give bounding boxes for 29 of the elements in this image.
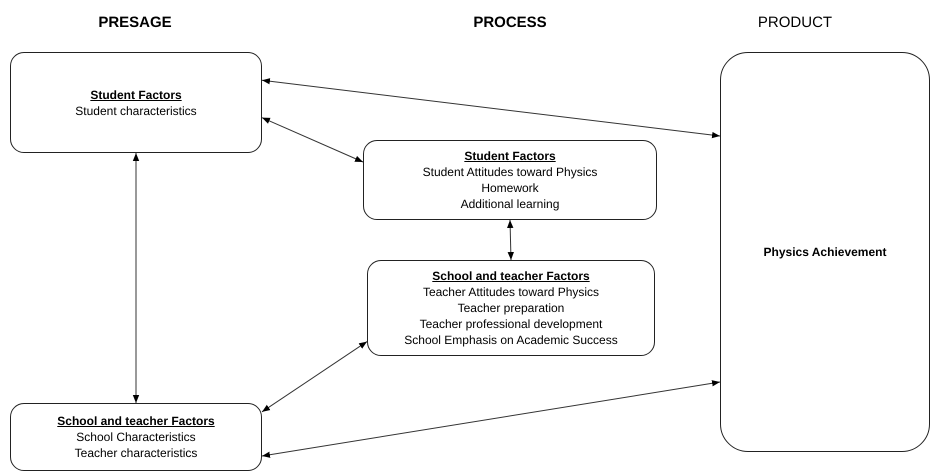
double-arrow [262, 341, 368, 412]
box-text: Teacher characteristics [74, 445, 198, 461]
factor-box [10, 52, 262, 153]
box-text: School Emphasis on Academic Success [404, 332, 618, 348]
box-title: Physics Achievement [764, 244, 886, 260]
box-heading: School and teacher Factors [432, 268, 590, 284]
double-arrow [132, 152, 140, 404]
factor-box [10, 403, 262, 471]
box-text: Student Attitudes toward Physics [422, 164, 598, 180]
box-heading: School and teacher Factors [57, 413, 215, 429]
column-heading: PRODUCT [758, 14, 832, 31]
column-heading: PRESAGE [98, 14, 172, 31]
box-text: Teacher preparation [458, 300, 564, 316]
box-heading: Student Factors [464, 148, 556, 164]
double-arrow [507, 220, 514, 260]
column-heading: PROCESS [473, 14, 547, 31]
box-text: Teacher Attitudes toward Physics [422, 284, 600, 300]
double-arrow [262, 117, 364, 162]
factor-box [367, 260, 655, 356]
box-text: Student characteristics [75, 102, 197, 118]
factor-box [720, 52, 930, 452]
box-heading: Student Factors [90, 86, 182, 102]
box-text: Homework [481, 180, 539, 196]
factor-box [363, 140, 657, 220]
double-arrow [262, 380, 720, 458]
box-text: Additional learning [460, 196, 560, 212]
box-text: School Characteristics [76, 429, 196, 445]
double-arrow [262, 78, 720, 138]
box-text: Teacher professional development [420, 316, 602, 332]
